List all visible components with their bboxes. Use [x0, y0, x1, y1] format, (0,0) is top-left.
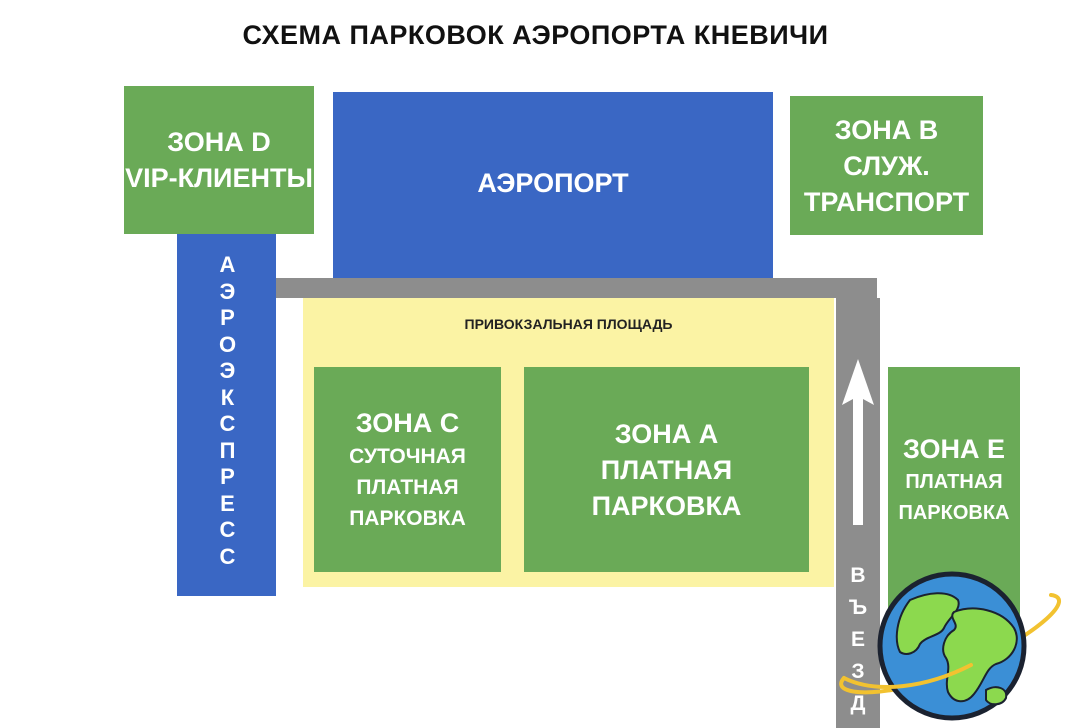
zone-d: ЗОНА D VIP-КЛИЕНТЫ — [124, 86, 314, 234]
airport-label: АЭРОПОРТ — [477, 168, 629, 198]
zone-a-name: ЗОНА А — [614, 418, 719, 449]
zone-d-desc: VIP-КЛИЕНТЫ — [125, 163, 313, 193]
zone-c: ЗОНА C СУТОЧНАЯ ПЛАТНАЯ ПАРКОВКА — [314, 367, 501, 572]
aeroexpress-letter: П — [219, 437, 236, 463]
diagram-title: СХЕМА ПАРКОВОК АЭРОПОРТА КНЕВИЧИ — [242, 20, 829, 50]
zone-e-name: ЗОНА E — [902, 434, 1006, 464]
zone-b-name: ЗОНА B — [834, 114, 939, 145]
entrance-letter: В — [850, 564, 866, 587]
aeroexpress-letter: Э — [219, 358, 236, 383]
globe-icon — [839, 571, 1061, 721]
aeroexpress-letter: Р — [220, 305, 235, 330]
entrance-letter: Ъ — [848, 596, 868, 619]
aeroexpress-letter: Е — [220, 490, 235, 516]
aeroexpress-letter: С — [219, 543, 236, 569]
zone-c-desc-3: ПАРКОВКА — [349, 507, 466, 530]
aeroexpress-letter: А — [219, 252, 236, 277]
aeroexpress-letter: С — [219, 517, 236, 542]
zone-e-desc-1: ПЛАТНАЯ — [905, 471, 1003, 493]
zone-c-desc-1: СУТОЧНАЯ — [349, 445, 466, 468]
aeroexpress-letter: Р — [220, 464, 235, 489]
aeroexpress-letter: С — [219, 411, 236, 436]
entrance-letter: З — [851, 660, 865, 683]
road-top — [276, 278, 877, 298]
zone-e-desc-2: ПАРКОВКА — [898, 502, 1010, 524]
zone-c-name: ЗОНА C — [355, 408, 460, 438]
airport-building: АЭРОПОРТ — [333, 92, 773, 278]
zone-a: ЗОНА А ПЛАТНАЯ ПАРКОВКА — [524, 367, 809, 572]
zone-b-desc-2: ТРАНСПОРТ — [803, 186, 970, 217]
zone-c-desc-2: ПЛАТНАЯ — [356, 476, 459, 499]
zone-b-desc-1: СЛУЖ. — [843, 150, 930, 181]
entrance-letter: Е — [850, 628, 865, 651]
aeroexpress-letter: Э — [219, 278, 236, 304]
aeroexpress-letter: О — [218, 331, 237, 357]
zone-d-name: ЗОНА D — [167, 127, 271, 157]
aeroexpress-letter: К — [220, 384, 235, 410]
arrow-up-icon — [842, 359, 874, 525]
station-plaza-label: ПРИВОКЗАЛЬНАЯ ПЛОЩАДЬ — [464, 316, 673, 332]
entrance-letter: Д — [850, 692, 866, 715]
zone-b: ЗОНА B СЛУЖ. ТРАНСПОРТ — [790, 96, 983, 235]
zone-a-desc: ПЛАТНАЯ ПАРКОВКА — [591, 454, 742, 521]
